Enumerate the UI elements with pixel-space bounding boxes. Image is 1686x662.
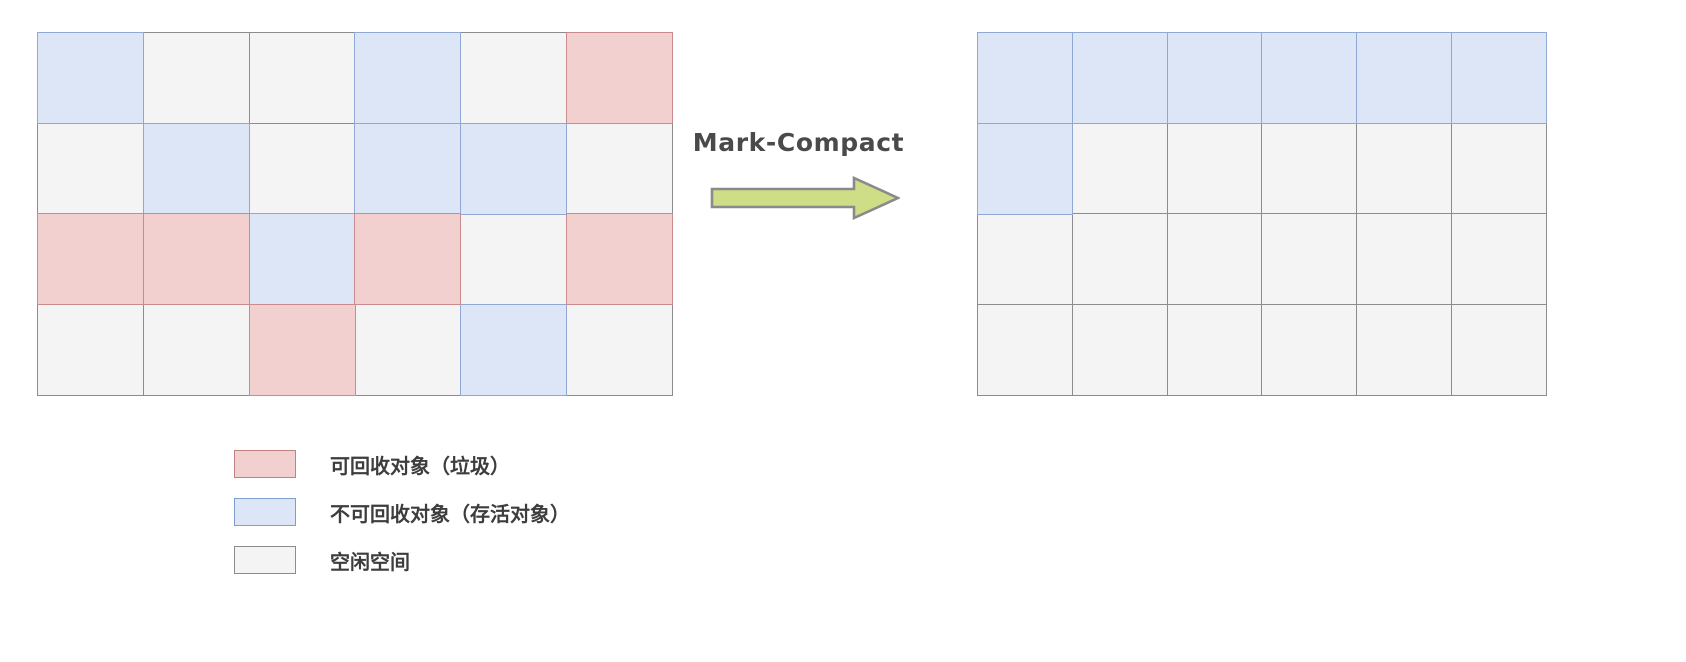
legend-swatch-live <box>234 498 296 526</box>
memory-cell-r4-c4 <box>1261 303 1358 396</box>
memory-cell-r3-c3 <box>1166 213 1263 306</box>
memory-cell-r2-c5 <box>1355 122 1453 215</box>
memory-cell-r4-c2 <box>1071 303 1169 396</box>
transition-group: Mark-Compact <box>686 128 976 228</box>
legend-swatch-free <box>234 546 296 574</box>
mark-compact-label: Mark-Compact <box>692 128 905 157</box>
memory-cell-r1-c4 <box>1261 32 1358 125</box>
memory-cell-r4-c1 <box>37 303 145 396</box>
memory-cell-r1-c3 <box>1166 32 1263 125</box>
memory-cell-r4-c3 <box>1166 303 1263 396</box>
memory-cell-r1-c2 <box>142 32 251 125</box>
memory-cell-r3-c1 <box>37 213 145 306</box>
memory-cell-r2-c6 <box>1450 122 1547 215</box>
memory-cell-r1-c3 <box>248 32 356 125</box>
memory-cell-r1-c1 <box>977 32 1074 125</box>
memory-cell-r1-c4 <box>354 32 462 125</box>
memory-cell-r2-c4 <box>354 122 462 215</box>
memory-cell-r4-c1 <box>977 303 1074 396</box>
heap-before-compaction-grid <box>37 32 673 396</box>
memory-cell-r1-c2 <box>1071 32 1169 125</box>
memory-cell-r4-c6 <box>1450 303 1547 396</box>
legend-item-free: 空闲空间 <box>234 536 754 584</box>
memory-cell-r1-c1 <box>37 32 145 125</box>
legend-item-garbage: 可回收对象（垃圾） <box>234 440 754 488</box>
memory-cell-r4-c4 <box>354 303 462 396</box>
memory-cell-r2-c3 <box>1166 122 1263 215</box>
legend: 可回收对象（垃圾） 不可回收对象（存活对象） 空闲空间 <box>234 440 754 584</box>
memory-cell-r3-c2 <box>1071 213 1169 306</box>
memory-cell-r3-c3 <box>248 213 356 306</box>
memory-cell-r2-c2 <box>142 122 251 215</box>
memory-cell-r3-c6 <box>1450 213 1547 306</box>
memory-cell-r3-c5 <box>459 213 568 306</box>
memory-cell-r4-c3 <box>248 303 356 396</box>
memory-cell-r3-c2 <box>142 213 251 306</box>
memory-cell-r1-c5 <box>459 32 568 125</box>
memory-cell-r4-c2 <box>142 303 251 396</box>
memory-cell-r4-c6 <box>565 303 673 396</box>
memory-cell-r3-c4 <box>1261 213 1358 306</box>
memory-cell-r2-c3 <box>248 122 356 215</box>
mark-compact-arrow-icon <box>710 176 900 220</box>
memory-cell-r2-c6 <box>565 122 673 215</box>
memory-cell-r2-c2 <box>1071 122 1169 215</box>
memory-cell-r4-c5 <box>1355 303 1453 396</box>
legend-label-free: 空闲空间 <box>330 549 410 574</box>
memory-cell-r3-c1 <box>977 213 1074 306</box>
legend-label-garbage: 可回收对象（垃圾） <box>330 453 510 478</box>
memory-cell-r3-c5 <box>1355 213 1453 306</box>
legend-label-live: 不可回收对象（存活对象） <box>330 501 570 526</box>
memory-cell-r2-c1 <box>37 122 145 215</box>
memory-cell-r4-c5 <box>459 303 568 396</box>
memory-cell-r3-c6 <box>565 213 673 306</box>
memory-cell-r3-c4 <box>354 213 462 306</box>
memory-cell-r2-c5 <box>459 122 568 215</box>
memory-cell-r2-c4 <box>1261 122 1358 215</box>
legend-item-live: 不可回收对象（存活对象） <box>234 488 754 536</box>
memory-cell-r1-c6 <box>1450 32 1547 125</box>
memory-cell-r1-c6 <box>565 32 673 125</box>
memory-cell-r1-c5 <box>1355 32 1453 125</box>
legend-swatch-garbage <box>234 450 296 478</box>
memory-cell-r2-c1 <box>977 122 1074 215</box>
heap-after-compaction-grid <box>977 32 1547 396</box>
